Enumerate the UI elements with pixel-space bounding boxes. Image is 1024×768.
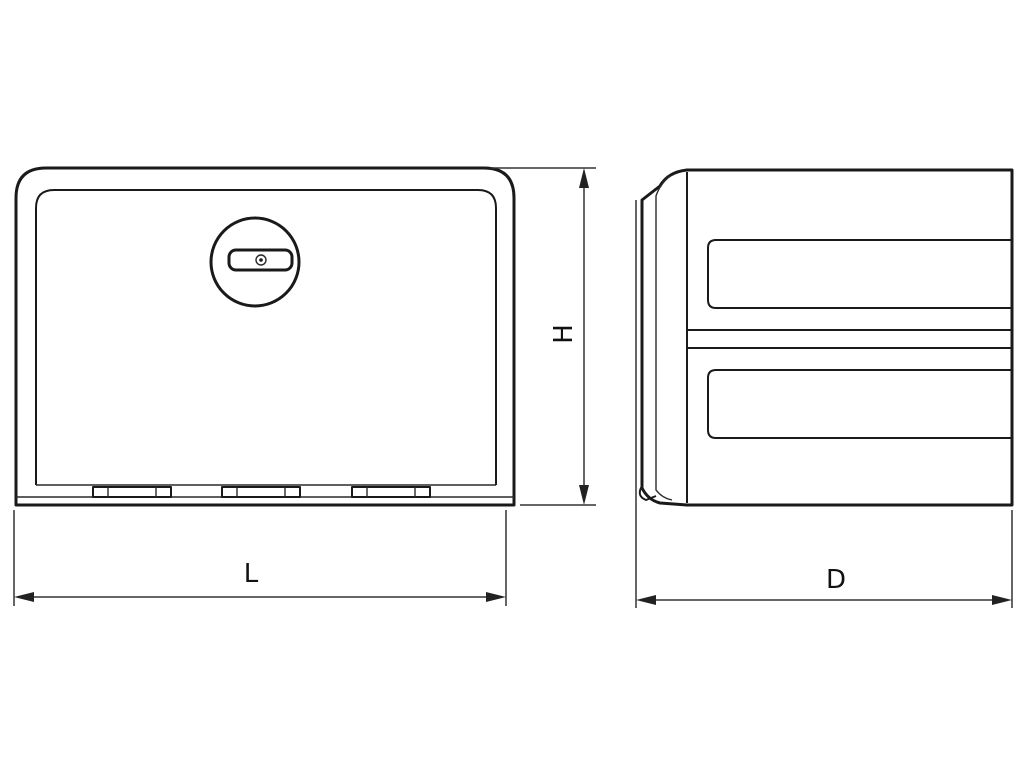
depth-label: D [826,565,846,595]
side-hinge-knob [638,485,657,501]
side-body-outline [685,168,1014,507]
side-door-profile [640,168,689,507]
lock-ring [209,216,301,308]
side-rib-top [707,239,1012,309]
height-label: H [549,324,579,344]
front-door-panel [35,189,497,485]
front-view [14,166,516,507]
dimension-length: L [13,510,507,606]
dimension-height: H [490,167,596,506]
hinge-center [221,486,301,498]
dimension-depth: D [635,200,1013,608]
side-view [638,168,1014,507]
lock-handle [227,248,294,272]
hinge-left [92,486,172,498]
hinge-right [351,486,431,498]
lock-keyhole-icon [255,254,267,266]
side-rib-bottom [707,369,1012,439]
front-outer-frame [14,166,516,507]
lock-keyhole-dot [259,258,263,262]
side-door-inner [655,175,673,501]
length-label: L [244,559,259,589]
